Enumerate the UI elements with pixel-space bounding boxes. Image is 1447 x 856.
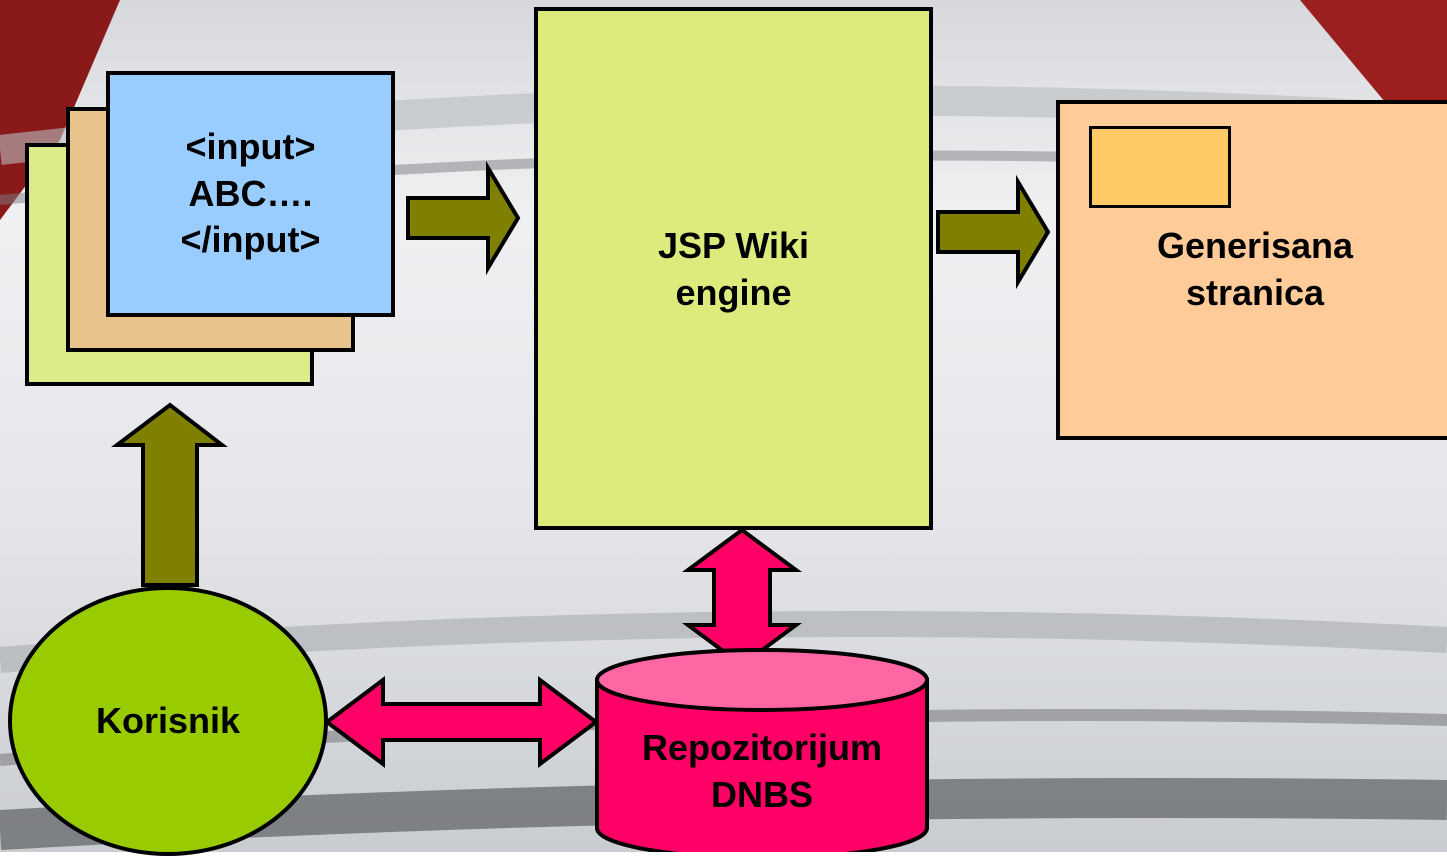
repository-label: Repozitorijum DNBS: [597, 712, 927, 832]
repository-body: [595, 678, 929, 852]
output-label-line2: stranica: [1185, 272, 1325, 313]
engine-label: JSP Wiki engine: [534, 205, 933, 335]
input-line-content: ABC….: [188, 172, 313, 214]
arrow-input-to-engine: [406, 160, 521, 276]
user-label-text: Korisnik: [95, 699, 241, 741]
engine-label-line2: engine: [675, 272, 792, 313]
repository-top: [595, 648, 929, 712]
arrow-user-to-input: [111, 402, 228, 587]
arrow-engine-to-output: [936, 174, 1051, 290]
repository-label-line1: Repozitorijum: [642, 727, 882, 769]
user-label: Korisnik: [8, 686, 328, 756]
user-ellipse: [8, 586, 328, 856]
output-page-label: Generisana stranica: [1130, 210, 1380, 330]
engine-label-line1: JSP Wiki: [657, 225, 810, 267]
input-page-text: <input> ABC…. </input>: [106, 109, 395, 279]
input-page-front: [106, 71, 395, 317]
engine-box: [534, 7, 933, 530]
input-line-close-tag: </input>: [180, 219, 321, 261]
output-page-widget: [1089, 126, 1231, 208]
input-line-open-tag: <input>: [185, 125, 316, 167]
output-label-line1: Generisana: [1156, 225, 1354, 267]
repository-label-line2: DNBS: [710, 774, 813, 815]
